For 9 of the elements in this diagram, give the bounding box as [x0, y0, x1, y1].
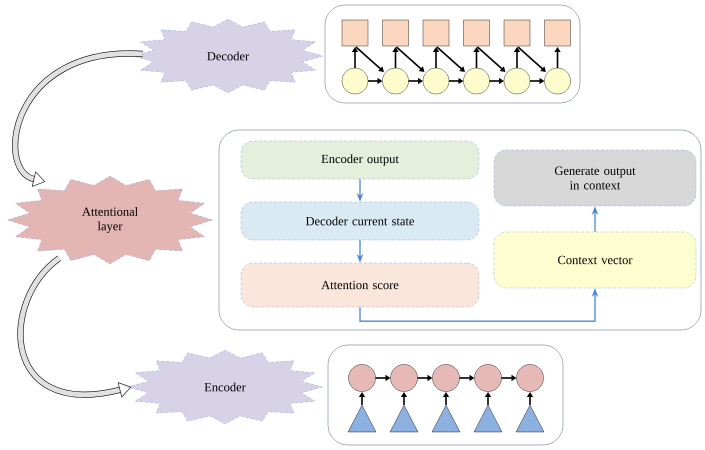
- rounded-box: Generate output in context: [494, 150, 696, 206]
- rounded-box: Encoder output: [240, 140, 480, 180]
- panel-box: [328, 344, 564, 446]
- panel-box: [324, 4, 580, 104]
- rounded-box: Context vector: [494, 232, 696, 288]
- rounded-box: Decoder current state: [240, 202, 480, 240]
- curved-arrow: [12, 50, 143, 187]
- rounded-box: Attention score: [240, 262, 480, 308]
- panel-box: [218, 130, 702, 330]
